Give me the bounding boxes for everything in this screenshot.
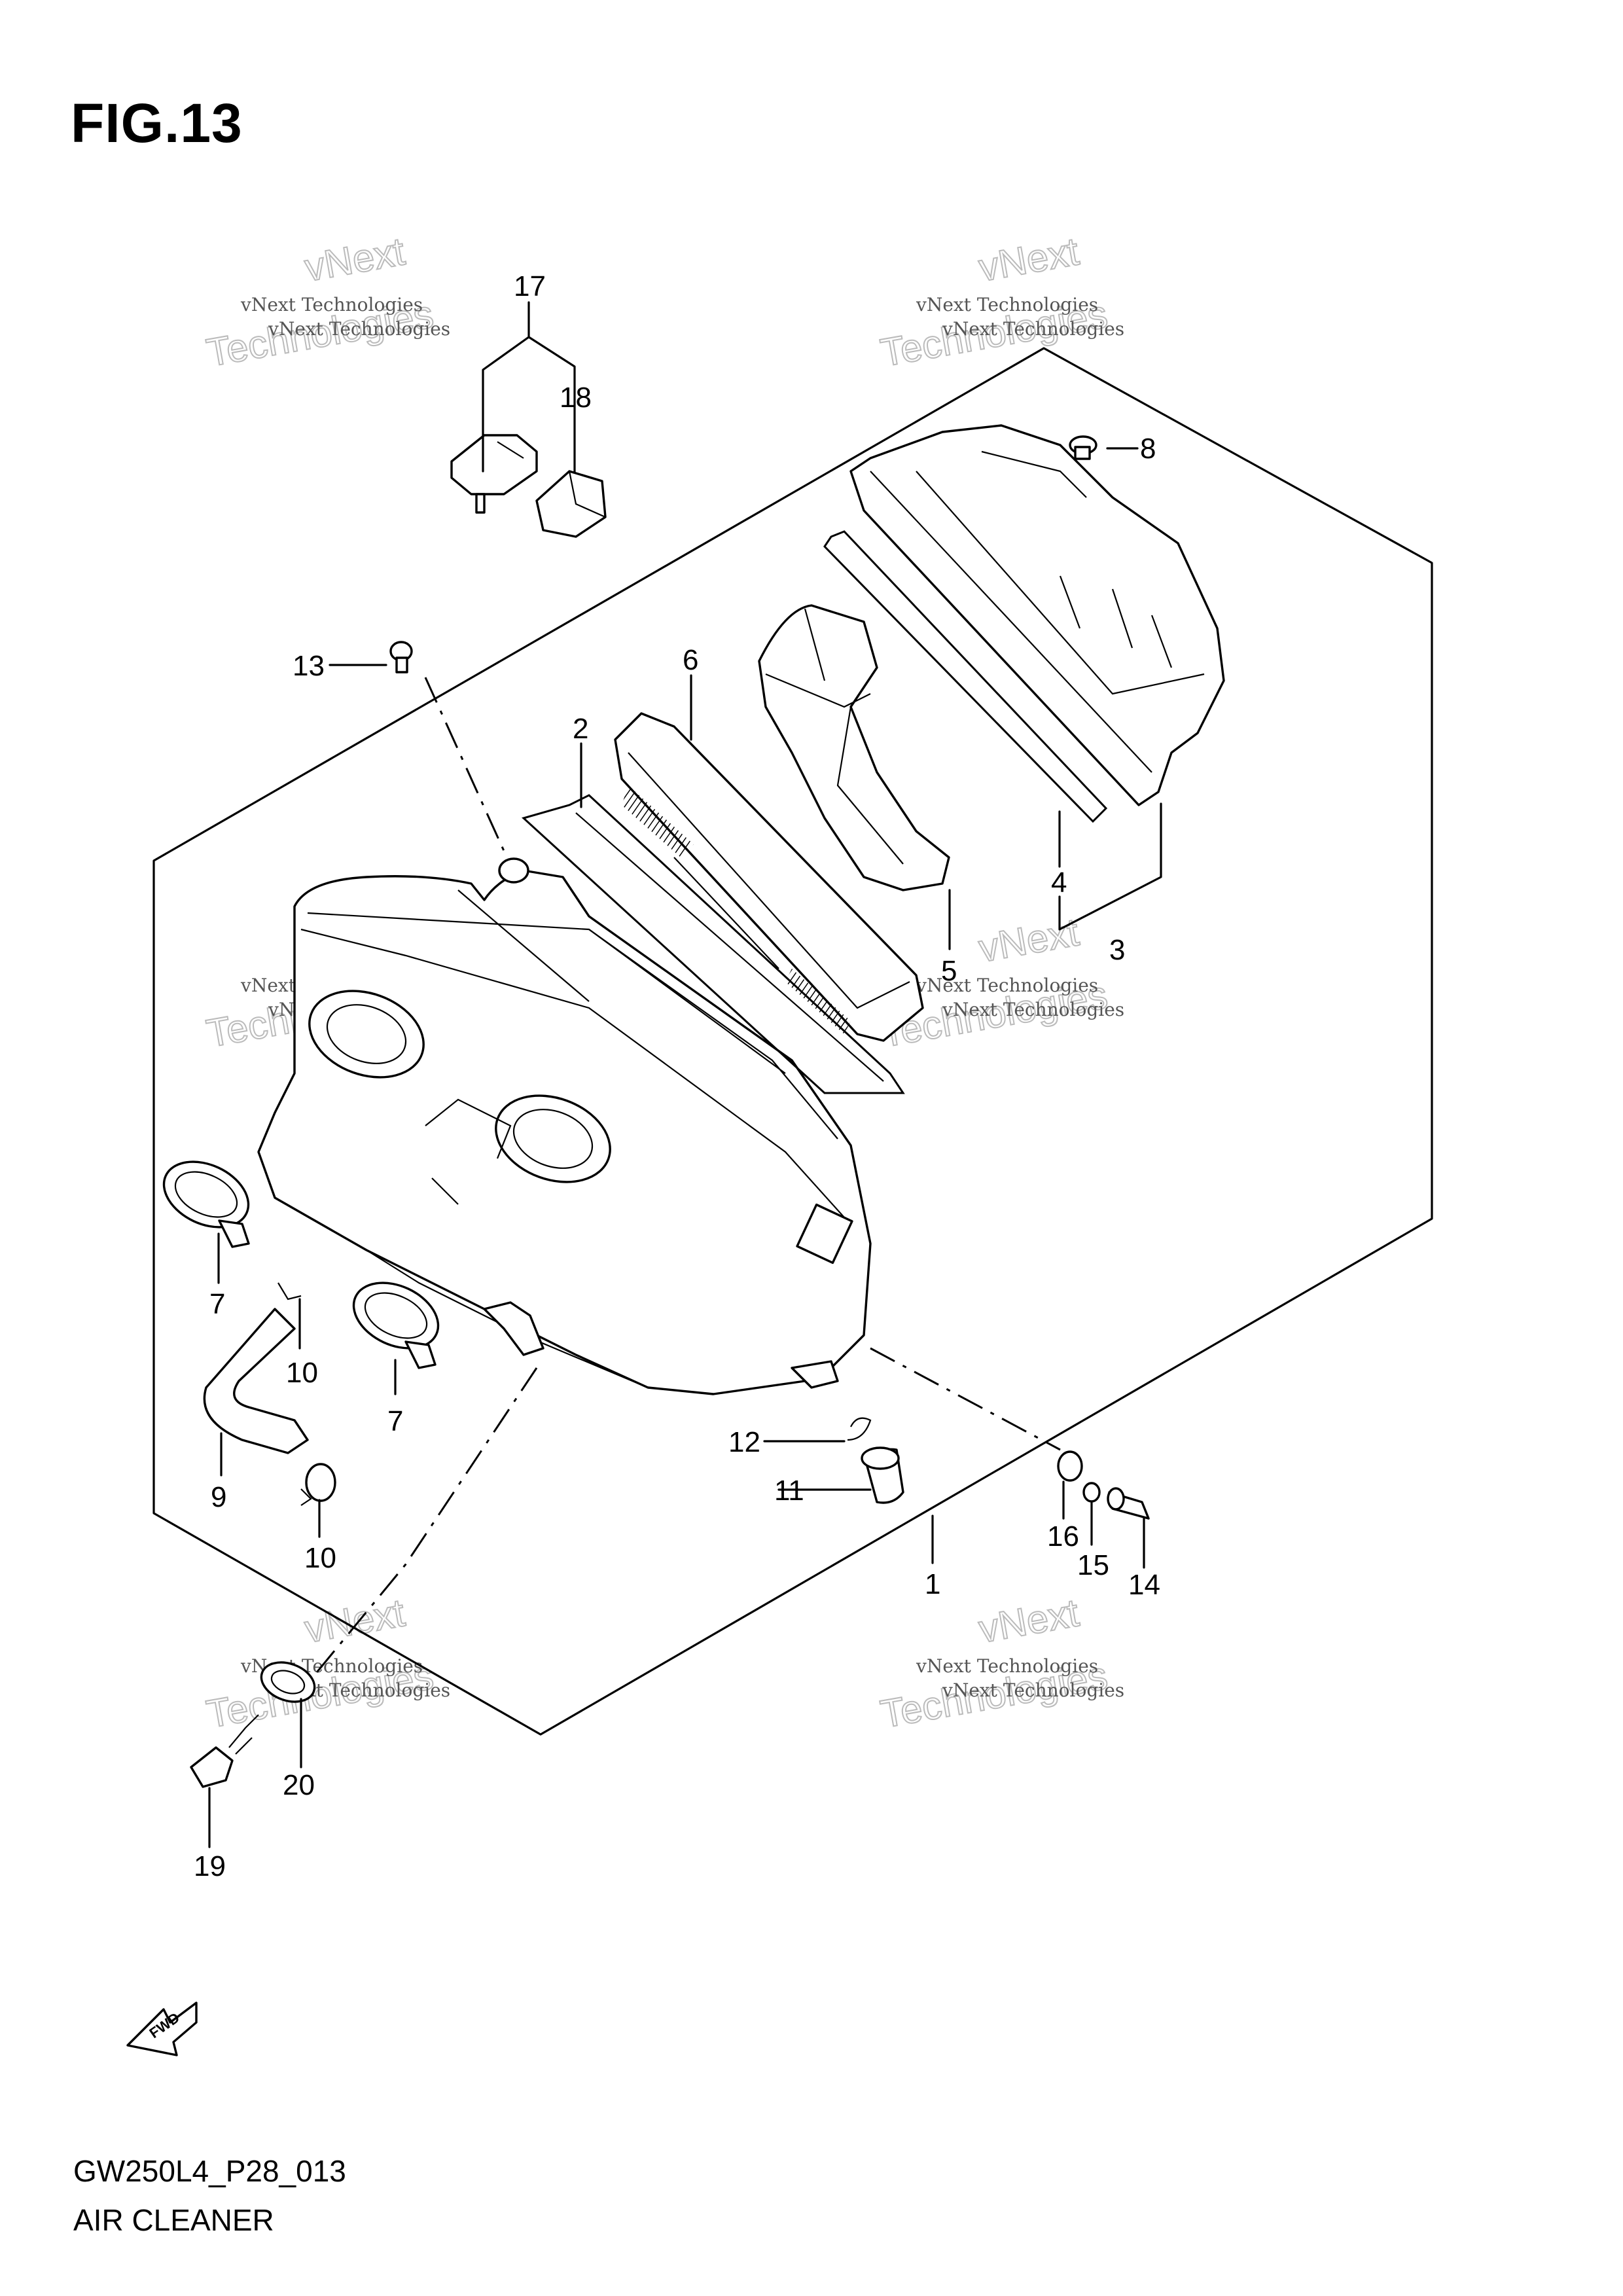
svg-text:vNext Technologies: vNext Technologies	[916, 1655, 1098, 1677]
figure-title: FIG.13	[71, 92, 243, 154]
callout-10-bottom: 10	[304, 1542, 336, 1574]
svg-text:vNext: vNext	[302, 1590, 408, 1651]
drain-hose	[203, 1308, 309, 1454]
diagram-code: GW250L4_P28_013	[73, 2154, 346, 2188]
clip-10-top	[277, 1282, 302, 1300]
callout-10-top: 10	[286, 1357, 318, 1389]
leader-lines	[208, 301, 1162, 1848]
watermark-bottom-center: vNext Technologies vNext Technologies vN…	[877, 1590, 1125, 1737]
callout-12: 12	[728, 1426, 760, 1458]
callout-19: 19	[194, 1850, 226, 1882]
callout-2: 2	[573, 713, 588, 745]
svg-text:vNext Technologies: vNext Technologies	[916, 975, 1098, 996]
sensor-17	[450, 434, 538, 514]
filter-gasket	[522, 794, 905, 1094]
washer-15	[1082, 1482, 1101, 1503]
centre-lines	[313, 677, 1061, 1676]
callout-1: 1	[925, 1568, 940, 1600]
plug-11	[861, 1446, 904, 1504]
fwd-arrow-icon: FWD	[126, 2001, 198, 2056]
callout-6: 6	[683, 644, 698, 676]
air-cleaner-case	[257, 857, 872, 1395]
callout-7-right: 7	[387, 1405, 403, 1437]
intake-duct	[758, 604, 950, 891]
callout-7-left: 7	[209, 1288, 225, 1320]
watermark-top-center: vNext Technologies vNext Technologies vN…	[877, 228, 1125, 376]
svg-text:vNext Technologies: vNext Technologies	[942, 318, 1124, 340]
callout-8: 8	[1140, 433, 1156, 465]
clamp-12	[847, 1417, 872, 1441]
svg-text:vNext Technologies: vNext Technologies	[916, 294, 1098, 315]
air-cleaner-cover	[849, 424, 1225, 806]
svg-text:vNext Technologies: vNext Technologies	[240, 294, 423, 315]
sensor-19	[190, 1714, 259, 1788]
svg-text:vNext: vNext	[302, 229, 408, 290]
callout-13: 13	[293, 650, 325, 682]
callout-4: 4	[1051, 867, 1067, 899]
svg-text:vNext: vNext	[976, 229, 1082, 290]
callout-14: 14	[1128, 1569, 1160, 1601]
svg-text:vNext: vNext	[976, 1590, 1082, 1651]
clamp-7-left	[162, 1160, 250, 1248]
callout-16: 16	[1047, 1520, 1079, 1552]
bolt-14	[1107, 1487, 1150, 1520]
callout-20: 20	[283, 1769, 315, 1801]
callout-labels: 17 18 8 13 6 2 4 3 5 7 10 7 9 10 12 11 1…	[194, 270, 1160, 1882]
svg-text:vNext Technologies: vNext Technologies	[942, 1679, 1124, 1701]
cover-gasket	[823, 530, 1108, 823]
callout-18: 18	[560, 382, 592, 414]
screw-13	[389, 641, 413, 673]
assembly-boundary	[152, 347, 1433, 1736]
screw-8	[1069, 435, 1097, 460]
sensor-cover-18	[535, 470, 607, 538]
callout-15: 15	[1077, 1549, 1109, 1581]
callout-5: 5	[941, 955, 957, 987]
filter-element	[614, 712, 924, 1042]
clip-10-bottom	[300, 1463, 336, 1506]
watermark-top-left: vNext Technologies vNext Technologies vN…	[203, 228, 451, 376]
svg-text:vNext Technologies: vNext Technologies	[268, 318, 450, 340]
clamp-7-right	[352, 1282, 440, 1369]
callout-9: 9	[211, 1481, 226, 1513]
seal-20	[260, 1661, 316, 1703]
callout-11: 11	[774, 1475, 804, 1507]
svg-text:vNext: vNext	[976, 910, 1082, 971]
callout-3: 3	[1109, 934, 1125, 966]
diagram-name: AIR CLEANER	[73, 2203, 274, 2237]
callout-17: 17	[514, 270, 546, 302]
washer-16	[1057, 1450, 1083, 1482]
svg-text:vNext Technologies: vNext Technologies	[942, 999, 1124, 1020]
